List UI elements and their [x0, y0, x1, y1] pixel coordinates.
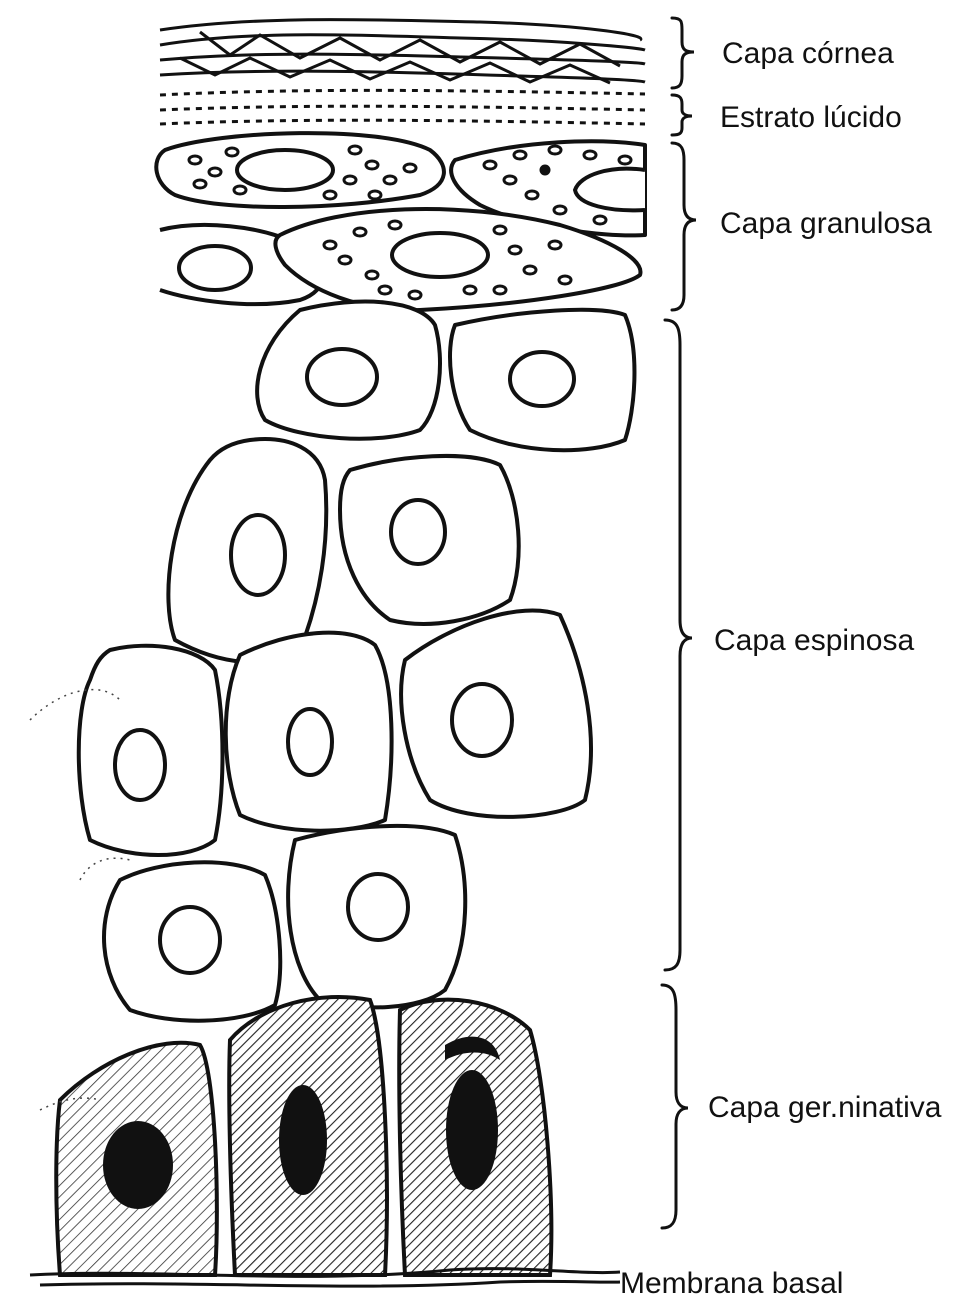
label-capa-germinativa: Capa ger.ninativa: [708, 1091, 942, 1124]
stratum-spinosum: [79, 302, 635, 1021]
brace-espinosa: [665, 320, 692, 970]
brace-lucido: [672, 95, 692, 135]
label-estrato-lucido: Estrato lúcido: [720, 101, 902, 134]
stratum-corneum: [160, 20, 645, 83]
brace-granulosa: [672, 143, 696, 310]
label-capa-granulosa: Capa granulosa: [720, 207, 932, 240]
brace-cornea: [672, 18, 694, 88]
label-capa-espinosa: Capa espinosa: [714, 624, 914, 657]
label-membrana-basal: Membrana basal: [620, 1267, 843, 1297]
stratum-basale: [56, 997, 551, 1275]
stratum-granulosum: [156, 133, 645, 310]
brace-germinativa: [662, 985, 688, 1228]
label-capa-cornea: Capa córnea: [722, 37, 894, 70]
stratum-lucidum: [160, 90, 645, 124]
